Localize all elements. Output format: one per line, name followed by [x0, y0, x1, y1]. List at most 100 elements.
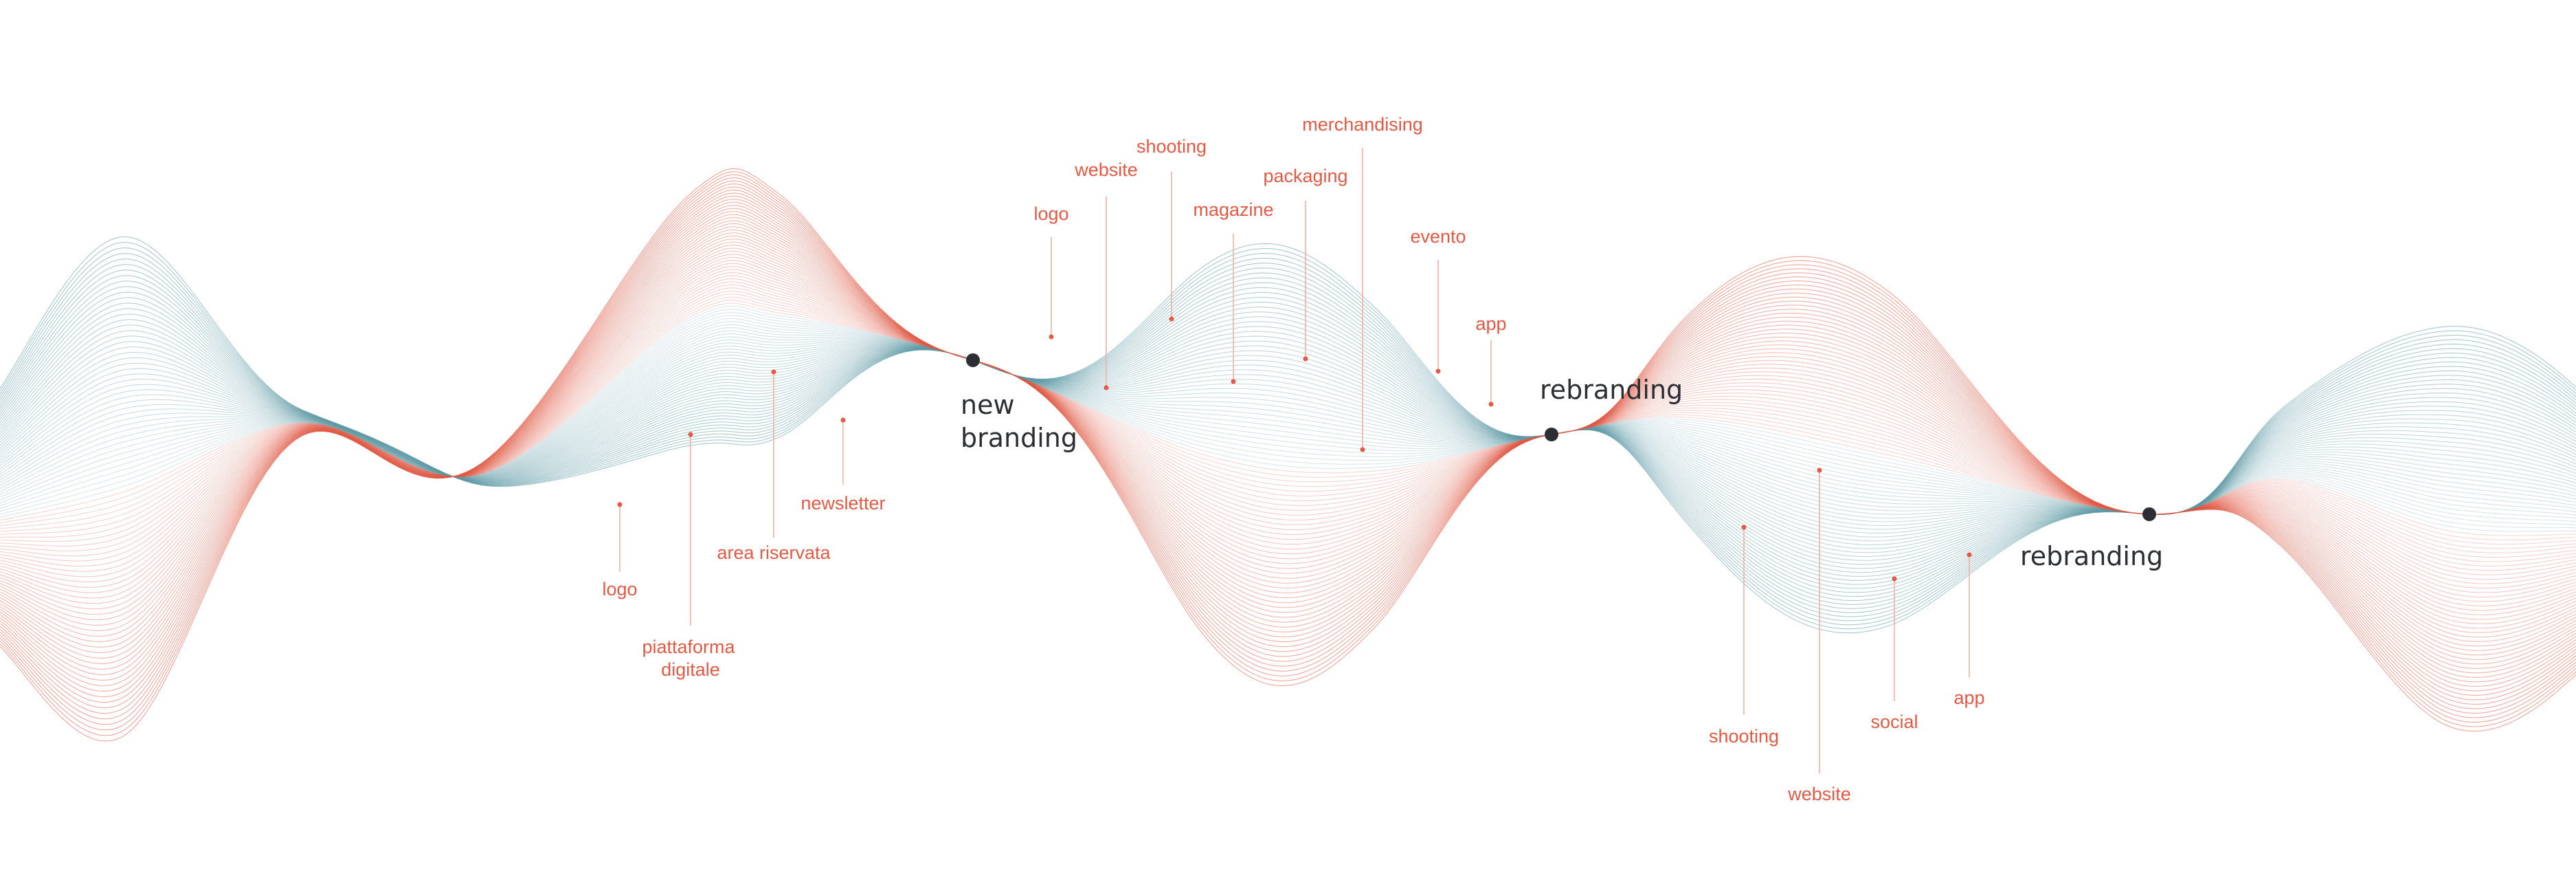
wave-line [0, 318, 2576, 519]
wave-line [0, 241, 2576, 624]
touchpoint-dot [1488, 401, 1494, 407]
wave-line [0, 296, 2576, 589]
wave-line [0, 344, 2576, 527]
milestone-node-rebranding-2 [2142, 507, 2156, 521]
wave-line [0, 245, 2576, 620]
wave-line [0, 214, 2576, 665]
wave-line [0, 345, 2576, 534]
touchpoint-dot [1967, 552, 1972, 558]
wave-line [0, 256, 2576, 602]
touchpoint-dot [1169, 316, 1174, 322]
wave-line [0, 247, 2576, 626]
wave-line [0, 321, 2576, 569]
wave-line [0, 344, 2576, 530]
label-p2-evento: evento [1410, 226, 1466, 247]
wave-line [0, 235, 2576, 633]
touchpoint-dot [617, 502, 623, 507]
wave-line [0, 263, 2576, 593]
wave-line [0, 264, 2576, 613]
label-p2-magazine: magazine [1193, 199, 1273, 220]
wave-line [0, 321, 2576, 516]
wave-line [0, 341, 2576, 515]
wave-line [0, 342, 2576, 515]
wave-line [0, 333, 2576, 515]
label-p2-website: website [1074, 159, 1138, 180]
wave-line [0, 300, 2576, 540]
touchpoint-dot [840, 417, 846, 423]
milestone-label-rebranding-2: rebranding [2020, 541, 2163, 571]
touchpoint-dot [1817, 467, 1822, 473]
wave-line [0, 220, 2576, 656]
wave-line [0, 217, 2576, 660]
milestone-node-new-branding [966, 353, 980, 367]
label-p3-app: app [1953, 687, 1984, 708]
wave-line [0, 199, 2576, 687]
wave-line [0, 226, 2576, 647]
milestone-label-new: new [961, 390, 1015, 420]
wave-line [0, 311, 2576, 525]
wave-line [0, 247, 2576, 615]
wave-line [0, 336, 2576, 515]
phase1-touchpoints [617, 369, 846, 626]
wave-line [0, 305, 2576, 532]
label-p2-logo: logo [1033, 203, 1068, 224]
wave-line [0, 168, 2576, 742]
touchpoint-dot [1741, 525, 1747, 530]
label-p3-social: social [1870, 712, 1918, 732]
milestone-node-rebranding-1 [1545, 428, 1558, 441]
wave-line [0, 302, 2576, 536]
milestone-label-branding: branding [961, 423, 1077, 453]
wave-line [0, 343, 2576, 519]
touchpoint-dot [1303, 356, 1308, 362]
wave-line [0, 343, 2576, 515]
label-p2-shooting: shooting [1136, 136, 1207, 157]
wave-line [0, 345, 2576, 538]
wave-line [0, 251, 2576, 611]
wave-line [0, 254, 2576, 606]
wave-line [0, 258, 2576, 617]
wave-line [0, 269, 2576, 609]
wave-line [0, 340, 2576, 553]
label-p3-shooting: shooting [1709, 726, 1779, 747]
phase3-touchpoints [1741, 467, 1972, 773]
wave-line [0, 331, 2576, 561]
wave-line [0, 223, 2576, 651]
wave-line [0, 280, 2576, 602]
label-p1-logo: logo [602, 579, 637, 599]
wave-line [0, 229, 2576, 642]
touchpoint-dot [1231, 379, 1236, 384]
wave-line [0, 269, 2576, 584]
touchpoint-dot [1360, 447, 1365, 452]
wave-line [0, 239, 2576, 629]
wave-line [0, 344, 2576, 522]
wave-line [0, 296, 2576, 545]
wave-line [0, 211, 2576, 669]
label-p1-area-riservata: area riservata [717, 542, 831, 563]
label-p1-digitale: digitale [661, 659, 720, 680]
phase2-touchpoints [1049, 148, 1494, 452]
label-p2-packaging: packaging [1263, 166, 1347, 186]
wave-line [0, 315, 2576, 522]
touchpoint-dot [1892, 576, 1897, 582]
wave-line [0, 342, 2576, 515]
touchpoint-dot [1049, 334, 1054, 340]
touchpoint-dot [1435, 368, 1441, 374]
wave-line [0, 287, 2576, 558]
wave-line [0, 290, 2576, 553]
wave-line [0, 311, 2576, 577]
wave-line [0, 346, 2576, 542]
wave-line [0, 266, 2576, 588]
wave-line [0, 294, 2576, 549]
wave-line [0, 281, 2576, 566]
milestone-label-rebranding-1: rebranding [1540, 375, 1683, 405]
wave-line [0, 272, 2576, 580]
wave-line [0, 339, 2576, 515]
wave-line [0, 275, 2576, 575]
touchpoint-dot [1104, 385, 1109, 390]
label-p3-website: website [1787, 784, 1851, 804]
touchpoint-dot [771, 369, 776, 375]
label-p2-merchandising: merchandising [1302, 114, 1423, 135]
wave-line [0, 307, 2576, 581]
wave-line [0, 260, 2576, 598]
